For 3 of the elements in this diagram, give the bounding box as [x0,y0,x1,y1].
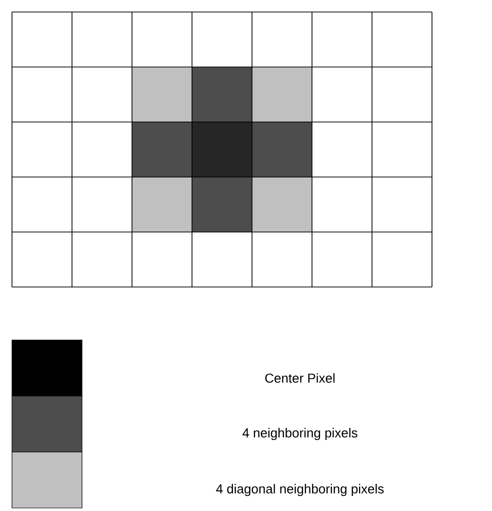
legend-label: Center Pixel [265,373,334,383]
legend-label: 4 diagonal neighboring pixels [216,484,384,496]
legend-label: 4 neighboring pixels [242,428,358,440]
